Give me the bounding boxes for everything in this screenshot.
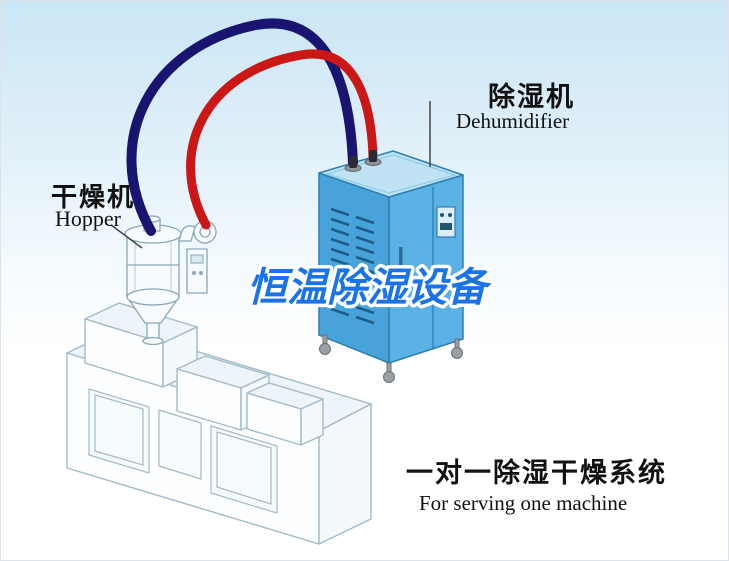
dehumidifier-display [440,223,452,230]
hopper-flange [142,336,164,346]
cabinet-panel-3-inner [216,431,272,505]
dehumidifier-casters [319,334,463,383]
dry-air-hose-red [186,49,378,230]
hopper-illustration [124,215,217,346]
cabinet-panel-2 [158,409,202,480]
hopper-pointer-line [110,224,143,249]
dehumidifier-button-1 [440,213,444,217]
hopper-control-display [190,254,204,264]
dehumidifier-door-handle [399,247,403,275]
hopper-control-knob-1 [192,271,196,275]
dehumidifier-label-cn: 除湿机 [488,82,575,112]
hopper-control-knob-2 [199,271,203,275]
caster-wheel-3 [451,347,463,359]
dehumidifier-control-panel [436,206,456,238]
return-air-hose-navy [126,18,358,236]
dehumidifier-illustration [318,150,464,383]
hopper-label-cn: 干燥机 [51,182,136,212]
caster-stem-3 [454,338,460,349]
blower-duct [178,225,196,242]
caster-stem-2 [386,362,392,373]
cabinet-panel-1-inner [94,394,144,466]
barrel-b-side [300,398,324,446]
extruder-illustration [66,302,372,545]
fitting-stub-1 [349,156,357,168]
hopper-shading-lines [134,241,172,291]
page-title: 恒温除湿设备 [247,266,492,310]
fitting-stub-2 [369,150,377,162]
dehumidifier-vent-grille [330,207,375,325]
caption-cn: 一对一除湿干燥系统 [406,458,667,488]
caster-stem-1 [322,334,328,345]
hose-fittings [344,150,382,172]
caption-en: For serving one machine [419,491,628,515]
caster-wheel-1 [319,343,331,355]
dehumidifier-button-2 [448,213,452,217]
caster-wheel-2 [383,371,395,383]
dehumidifier-label-en: Dehumidifier [456,109,570,133]
hopper-body-bottom [126,288,180,306]
extruder-end-face [318,403,372,545]
hopper-label-en: Hopper [55,206,121,231]
